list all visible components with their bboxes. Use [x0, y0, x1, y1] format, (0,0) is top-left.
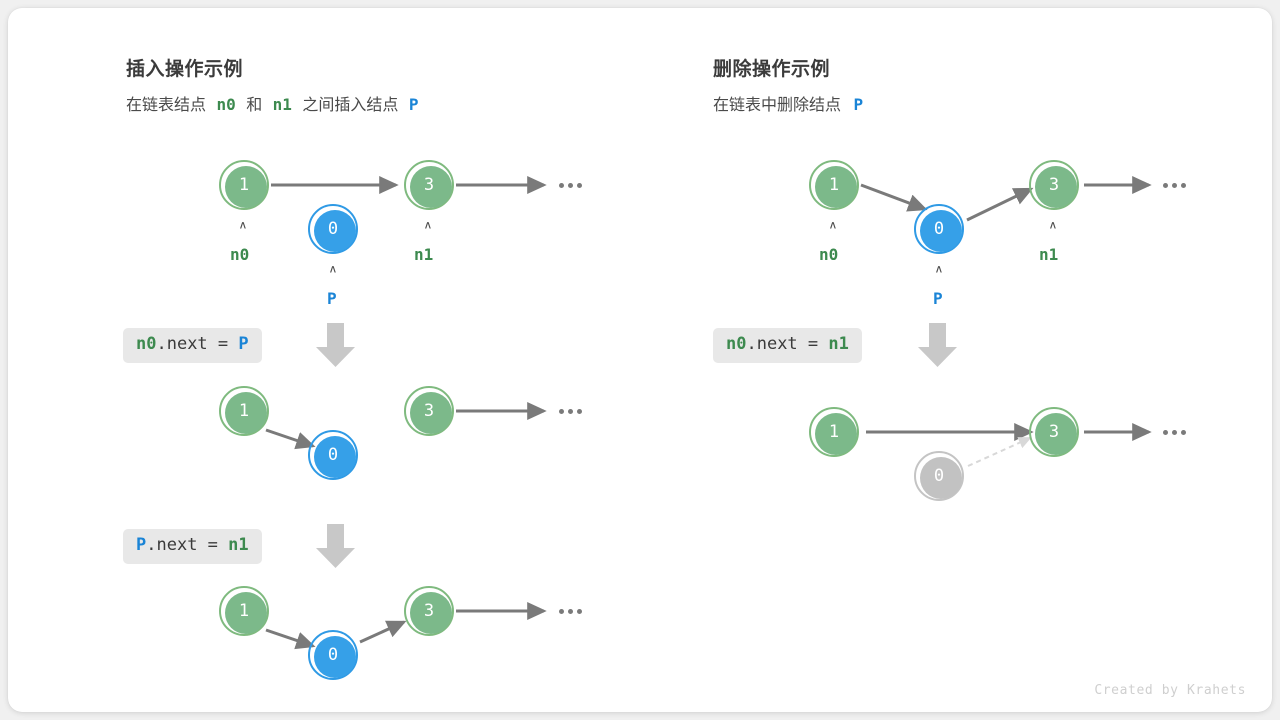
caret-icon-n0: ∧: [239, 219, 247, 232]
panel-delete: 删除操作示例 在链表中删除结点 P: [603, 8, 1273, 712]
code-chip-insert-step2: P.next = n1: [123, 529, 262, 564]
caret-icon-p: ∧: [329, 263, 337, 276]
pointer-label-n0: n0: [819, 245, 839, 264]
caret-icon-n0: ∧: [829, 219, 837, 232]
caret-icon-n1: ∧: [1049, 219, 1057, 232]
edge-n0-p-step2: [265, 628, 316, 650]
node-fill: [1035, 413, 1077, 455]
delete-panel-subtitle: 在链表中删除结点 P: [713, 91, 863, 115]
edge-n0-p-del: [860, 183, 928, 212]
diagram-card: 插入操作示例 在链表结点 n0 和 n1 之间插入结点 P: [8, 8, 1272, 712]
ellipsis-delete-s0: [1163, 183, 1186, 188]
node-fill: [920, 210, 962, 252]
delete-panel-title: 删除操作示例: [713, 59, 831, 80]
subtitle-text-2: 和: [246, 97, 263, 114]
subtitle-text-3: 之间插入结点: [302, 97, 399, 114]
subtitle-var-p: P: [853, 95, 864, 114]
pointer-label-n1: n1: [414, 245, 434, 264]
down-arrow-insert-2: [316, 524, 355, 568]
subtitle-var-n0: n0: [216, 95, 236, 114]
node-insert-s1-n0: 1: [219, 386, 269, 436]
pointer-label-p: P: [327, 289, 337, 308]
subtitle-var-p: P: [408, 95, 419, 114]
credit-text: Created by Krahets: [1094, 683, 1246, 698]
node-value: 0: [933, 218, 945, 239]
node-fill: [1035, 166, 1077, 208]
node-fill: [815, 166, 857, 208]
pointer-label-n1: n1: [1039, 245, 1059, 264]
node-insert-s2-p: 0: [308, 630, 358, 680]
node-fill: [410, 392, 452, 434]
code-mid: .next =: [746, 334, 829, 354]
edge-n0-p-step1: [265, 428, 316, 450]
ellipsis-delete-s1: [1163, 430, 1186, 435]
node-value: 1: [238, 600, 250, 621]
node-fill: [920, 457, 962, 499]
node-fill: [225, 592, 267, 634]
node-fill: [410, 592, 452, 634]
code-lhs: n0: [726, 334, 747, 354]
subtitle-var-n1: n1: [272, 95, 292, 114]
node-value: 0: [327, 444, 339, 465]
code-chip-delete-step1: n0.next = n1: [713, 328, 862, 363]
down-arrow-insert-1: [316, 323, 355, 367]
code-rhs: n1: [228, 535, 249, 555]
node-delete-s0-n1: 3: [1029, 160, 1079, 210]
node-fill: [225, 166, 267, 208]
insert-panel-title: 插入操作示例: [126, 59, 244, 80]
ellipsis-insert-s2: [559, 609, 582, 614]
down-arrow-delete-1: [918, 323, 957, 367]
code-mid: .next =: [146, 535, 229, 555]
subtitle-text-1: 在链表结点: [126, 97, 207, 114]
node-value: 3: [423, 174, 435, 195]
code-chip-insert-step1: n0.next = P: [123, 328, 262, 363]
node-insert-s2-n1: 3: [404, 586, 454, 636]
node-value: 0: [327, 218, 339, 239]
node-delete-s1-n0: 1: [809, 407, 859, 457]
node-fill: [314, 636, 356, 678]
insert-panel-subtitle: 在链表结点 n0 和 n1 之间插入结点 P: [126, 91, 418, 115]
pointer-label-n0: n0: [230, 245, 250, 264]
caret-icon-p: ∧: [935, 263, 943, 276]
node-value: 0: [327, 644, 339, 665]
node-delete-s1-n1: 3: [1029, 407, 1079, 457]
node-value: 3: [423, 400, 435, 421]
code-lhs: P: [136, 535, 147, 555]
node-value: 1: [238, 400, 250, 421]
node-value: 1: [238, 174, 250, 195]
edge-p-n1-step2: [359, 620, 407, 644]
edge-deleted-dashed: [967, 437, 1032, 467]
code-rhs: n1: [828, 334, 849, 354]
node-delete-s0-n0: 1: [809, 160, 859, 210]
node-value: 1: [828, 421, 840, 442]
node-insert-s1-p: 0: [308, 430, 358, 480]
ellipsis-insert-s1: [559, 409, 582, 414]
node-delete-s1-removed: 0: [914, 451, 964, 501]
panel-insert: 插入操作示例 在链表结点 n0 和 n1 之间插入结点 P: [8, 8, 648, 712]
node-fill: [225, 392, 267, 434]
node-insert-s1-n1: 3: [404, 386, 454, 436]
node-insert-s2-n0: 1: [219, 586, 269, 636]
node-insert-s0-n0: 1: [219, 160, 269, 210]
code-lhs: n0: [136, 334, 157, 354]
node-value: 1: [828, 174, 840, 195]
node-value: 3: [423, 600, 435, 621]
node-fill: [410, 166, 452, 208]
node-fill: [314, 210, 356, 252]
node-insert-s0-p: 0: [308, 204, 358, 254]
subtitle-text-1: 在链表中删除结点: [713, 97, 842, 114]
caret-icon-n1: ∧: [424, 219, 432, 232]
node-fill: [815, 413, 857, 455]
code-mid: .next =: [156, 334, 239, 354]
node-value: 3: [1048, 421, 1060, 442]
node-fill: [314, 436, 356, 478]
node-delete-s0-p: 0: [914, 204, 964, 254]
code-rhs: P: [238, 334, 249, 354]
ellipsis-insert-s0: [559, 183, 582, 188]
node-value: 0: [933, 465, 945, 486]
node-insert-s0-n1: 3: [404, 160, 454, 210]
node-value: 3: [1048, 174, 1060, 195]
pointer-label-p: P: [933, 289, 943, 308]
edge-p-n1-del: [966, 187, 1034, 222]
